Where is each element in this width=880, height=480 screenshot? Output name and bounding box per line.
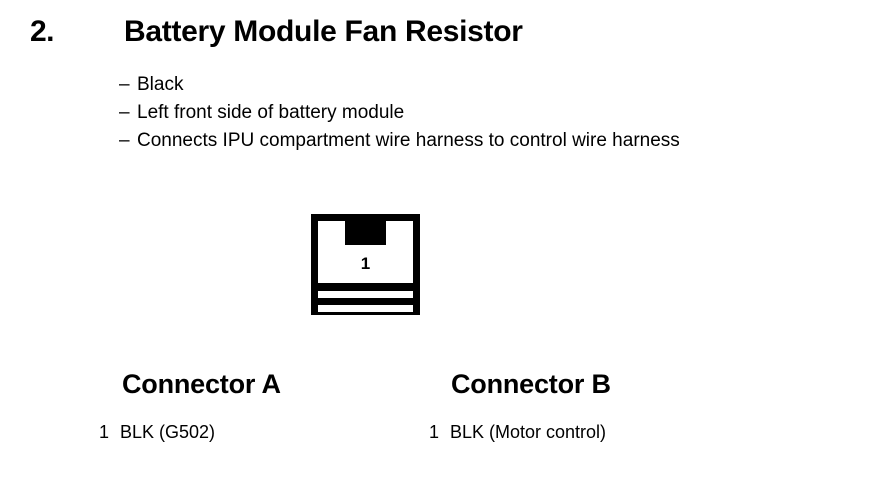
list-item-label: Connects IPU compartment wire harness to… [137,130,680,151]
list-item: – Left front side of battery module [119,99,879,127]
table-row: 1 BLK (G502) [99,421,215,443]
item-number: 2. [30,15,55,48]
connector-a-pin-list: 1 BLK (G502) [99,421,215,443]
pin-description: BLK (Motor control) [450,422,607,442]
connector-b-pin-list: 1 BLK (Motor control) [429,421,606,443]
table-row: 1 BLK (Motor control) [429,421,606,443]
connector-b-heading: Connector B [451,369,611,399]
dash-icon: – [119,102,130,123]
connector-stripe-lower [318,305,413,312]
page-title: Battery Module Fan Resistor [124,15,523,48]
connector-pin-number: 1 [360,254,371,273]
dash-icon: – [119,130,130,151]
connector-stripe-upper [318,291,413,298]
connector-a-heading: Connector A [122,369,281,399]
pin-index: 1 [99,422,110,442]
connector-a-block: Connector A 1 BLK (G502) [99,369,281,443]
list-item-label: Black [137,74,184,95]
connector-notch-left [318,221,345,245]
connector-b-block: Connector B 1 BLK (Motor control) [429,369,611,443]
connector-pinout-icon: 1 [311,214,420,315]
list-item: – Black [119,71,879,99]
dash-icon: – [119,74,130,95]
connector-cavity: 1 [318,245,413,283]
pin-description: BLK (G502) [120,422,216,442]
list-item: – Connects IPU compartment wire harness … [119,127,879,155]
connector-notch-right [386,221,413,245]
detail-list: – Black – Left front side of battery mod… [119,71,879,155]
pin-index: 1 [429,422,440,442]
list-item-label: Left front side of battery module [137,102,405,123]
